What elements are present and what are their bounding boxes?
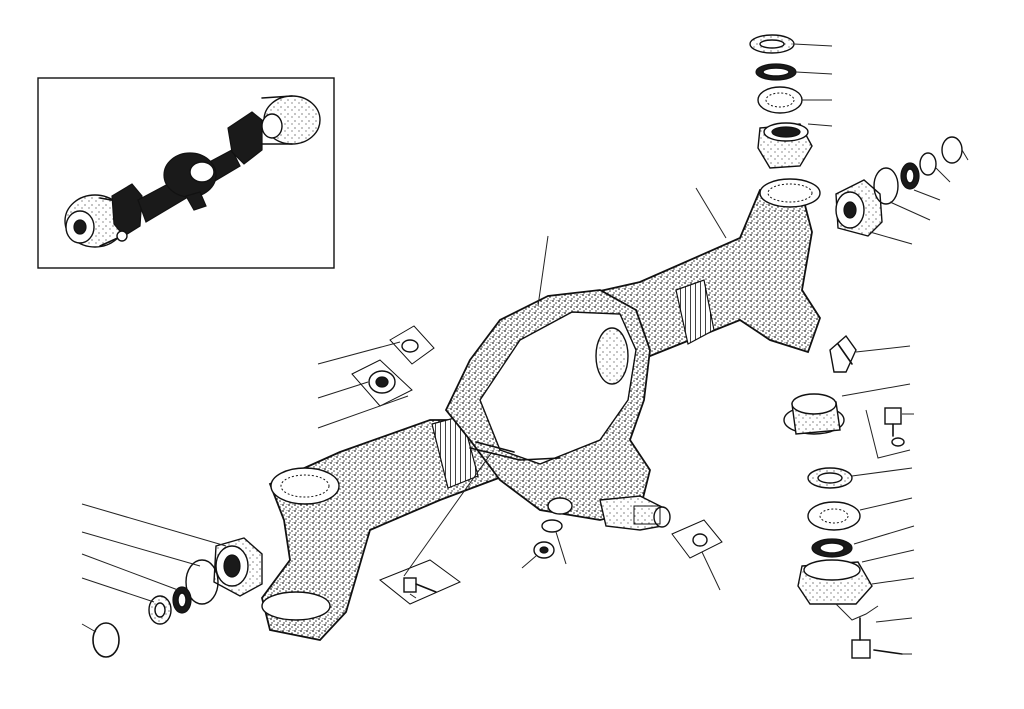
upper-kingpin-bearing-stack-icon: [749, 34, 813, 169]
stud-bolt-icon: [379, 559, 461, 605]
inset-frame: [37, 77, 335, 269]
filler-plug-icon: [389, 325, 435, 365]
hub-seal-pack-icon: [835, 136, 963, 237]
left-hub-seal-pack-icon: [92, 537, 263, 658]
pinion-nut-icon: [671, 519, 723, 559]
breather-fitting-icon: [829, 334, 857, 373]
callout-leader-lines: [81, 43, 969, 655]
pinion-bearing-icon: [351, 359, 413, 407]
axle-assembly-icon: [64, 95, 321, 248]
drive-axle-housing-icon: [261, 178, 821, 641]
lower-right-parts-stack-icon: [783, 393, 911, 659]
drain-plug-icon: [533, 519, 563, 559]
